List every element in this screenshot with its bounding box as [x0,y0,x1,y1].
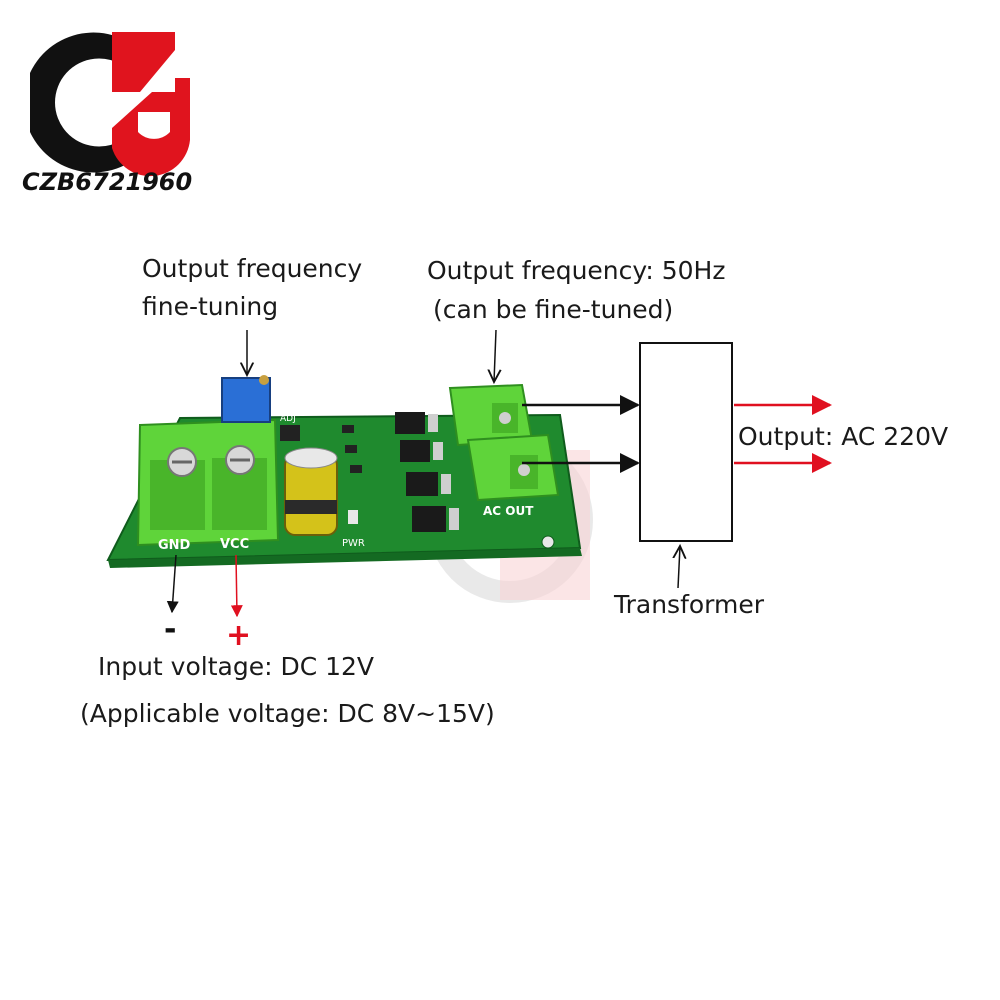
label-output-voltage: Output: AC 220V [738,422,949,451]
pointer-transformer [678,546,680,589]
label-freq-tuning-line2: fine-tuning [142,292,279,321]
pointer-vcc [230,554,243,618]
logo-z-shape [112,32,190,177]
pointer-out-freq [494,329,496,382]
label-input-voltage: Input voltage: DC 12V [98,652,375,681]
silk-ac-out: AC OUT [483,504,534,518]
pointer-gnd [166,554,179,614]
output-terminal [448,383,560,502]
silk-vcc: VCC [220,537,250,552]
label-minus: - [164,612,177,647]
label-out-freq-line1: Output frequency: 50Hz [427,256,726,285]
input-terminal [136,418,280,547]
label-out-freq-line2: (can be fine-tuned) [433,295,674,324]
logo-g-inner [138,112,170,139]
mosfet-array [395,412,459,532]
smd-components [280,425,362,524]
pcb-edge [108,548,582,568]
logo-c-shape [30,32,125,173]
trim-potentiometer [221,375,271,423]
label-freq-tuning-line1: Output frequency [142,254,363,283]
electrolytic-capacitor [284,447,338,536]
silk-adj: ADJ [280,414,296,424]
silk-pwr: PWR [342,538,365,549]
brand-logo [30,32,190,177]
label-transformer: Transformer [614,590,765,619]
label-applicable-voltage: (Applicable voltage: DC 8V~15V) [80,699,495,728]
brand-text: CZB6721960 [22,168,193,196]
label-plus: + [226,618,252,653]
silk-gnd: GND [158,538,191,553]
mount-hole-right [541,535,555,549]
transformer-box [639,342,733,542]
